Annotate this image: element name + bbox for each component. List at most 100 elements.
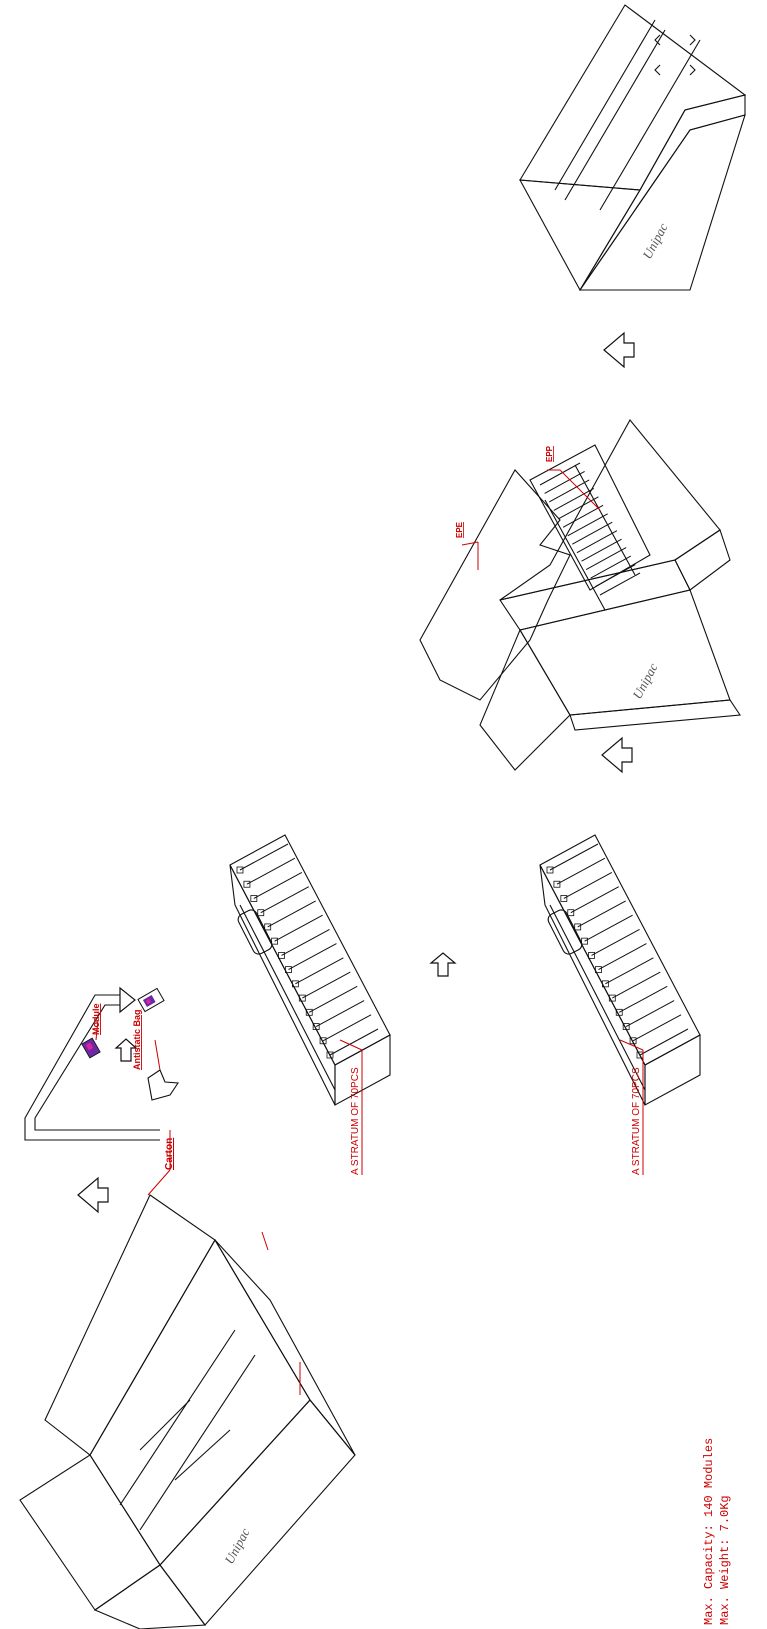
tray-2	[539, 834, 701, 1106]
tray-rib	[572, 521, 613, 545]
tray-rib	[570, 886, 620, 914]
tray-slot-notch	[236, 866, 244, 874]
tray-rib	[577, 900, 626, 928]
tray-slot-notch	[574, 923, 582, 931]
tray-slot-notch	[285, 966, 292, 974]
carton-brand-mark: Unipac	[221, 1525, 252, 1566]
tray-rib	[544, 471, 585, 494]
tray-slot-notch	[298, 994, 306, 1002]
epp-tray-label: EPP	[545, 445, 601, 511]
antistatic-bag-label: Antistatic Bag	[132, 1009, 161, 1071]
tray-2-slots	[546, 843, 689, 1059]
tray-rib	[562, 504, 604, 528]
tray-rib	[260, 886, 310, 914]
open-carton: Unipac	[19, 1194, 356, 1629]
tray-rib	[558, 496, 599, 520]
tray-slot-notch	[243, 880, 251, 888]
epe-sheet-label: EPE	[455, 521, 479, 570]
tray-slot-notch	[608, 994, 616, 1002]
tray-rib	[598, 943, 647, 971]
stratum-2-label: A STRATUM OF 70PCS	[619, 1039, 644, 1175]
tray-slot-notch	[588, 951, 595, 959]
module-label: Module	[91, 1004, 101, 1041]
epe-sheet-label-text: EPE	[455, 521, 464, 538]
tray-rib	[267, 900, 316, 928]
tray-slot-notch	[560, 895, 568, 902]
carton-label: Carton	[147, 1130, 175, 1196]
tray-rib	[549, 843, 599, 871]
tray-rib	[585, 547, 627, 571]
tray-rib	[612, 971, 661, 999]
stratum-1-label: A STRATUM OF 70PCS	[339, 1039, 363, 1175]
spec-capacity: Max. Capacity: 140 Modules	[702, 1438, 716, 1625]
arrow-right-1	[429, 952, 457, 977]
sealed-carton: Unipac	[519, 4, 747, 292]
tray-slot-notch	[567, 909, 575, 917]
tray-rib	[329, 1028, 379, 1056]
tray-rib	[295, 957, 344, 985]
tray-slot-notch	[291, 980, 299, 988]
arrow-up-1	[77, 1176, 109, 1214]
stratum-1-label-text: A STRATUM OF 70PCS	[350, 1067, 361, 1175]
tray-rib	[253, 872, 303, 899]
carton-with-tray: Unipac	[479, 419, 741, 771]
tray-rib	[308, 985, 358, 1013]
tray-rib	[567, 513, 608, 537]
tray-slot-notch	[278, 951, 285, 959]
tray-slot-notch	[622, 1023, 630, 1030]
tray-rib	[548, 479, 590, 503]
tray-rib	[576, 530, 618, 554]
tray-slot-notch	[615, 1008, 623, 1016]
tray-rib	[553, 487, 595, 511]
antistatic-bag-icon	[147, 1069, 179, 1101]
tray-slot-notch	[629, 1037, 637, 1045]
epp-tray-label-text: EPP	[545, 445, 554, 462]
tray-1	[229, 834, 391, 1106]
tray-rib	[556, 857, 606, 885]
tray-rib	[605, 957, 654, 985]
tray-slot-notch	[326, 1051, 334, 1059]
tray-rib	[581, 538, 622, 562]
tray-rib	[632, 1014, 682, 1042]
epe-sheet	[419, 469, 571, 701]
tray-rib	[599, 572, 641, 596]
arrow-right-small	[114, 1038, 138, 1062]
tray-rib	[595, 564, 636, 587]
arrow-up-2	[601, 736, 633, 774]
tray-slot-notch	[271, 937, 279, 945]
carton-label-text: Carton	[164, 1138, 175, 1170]
tray-rib	[584, 914, 633, 942]
stratum-2-label-text: A STRATUM OF 70PCS	[631, 1067, 642, 1175]
tray-rib	[288, 943, 337, 971]
tray-slot-notch	[546, 866, 554, 874]
spec-weight: Max. Weight: 7.0Kg	[718, 1495, 732, 1625]
sealed-carton-brand-mark: Unipac	[639, 220, 670, 261]
antistatic-bag-label-text: Antistatic Bag	[132, 1009, 142, 1070]
carton-brand-mark-2: Unipac	[629, 660, 660, 701]
carton-tray-slots	[539, 462, 641, 596]
tray-rib	[625, 1000, 675, 1027]
module-flow-bracket	[24, 986, 160, 1141]
tray-slot-notch	[319, 1037, 327, 1045]
tray-rib	[618, 985, 668, 1013]
tray-rib	[315, 1000, 365, 1027]
tray-rib	[302, 971, 351, 999]
tray-slot-notch	[595, 966, 602, 974]
tray-slot-notch	[305, 1008, 313, 1016]
specifications: Max. Capacity: 140 Modules Max. Weight: …	[702, 1438, 732, 1625]
tray-rib	[281, 928, 330, 956]
tray-rib	[591, 928, 640, 956]
tray-rib	[563, 872, 613, 899]
bagged-module-icon	[137, 987, 165, 1013]
tray-slot-notch	[250, 895, 258, 902]
tray-slot-notch	[312, 1023, 320, 1030]
tray-1-slots	[236, 843, 379, 1059]
tray-rib	[246, 857, 296, 885]
tray-slot-notch	[264, 923, 272, 931]
tray-slot-notch	[601, 980, 609, 988]
tray-rib	[590, 555, 632, 579]
tray-rib	[539, 462, 581, 486]
tray-slot-notch	[257, 909, 265, 917]
tray-rib	[639, 1028, 689, 1056]
